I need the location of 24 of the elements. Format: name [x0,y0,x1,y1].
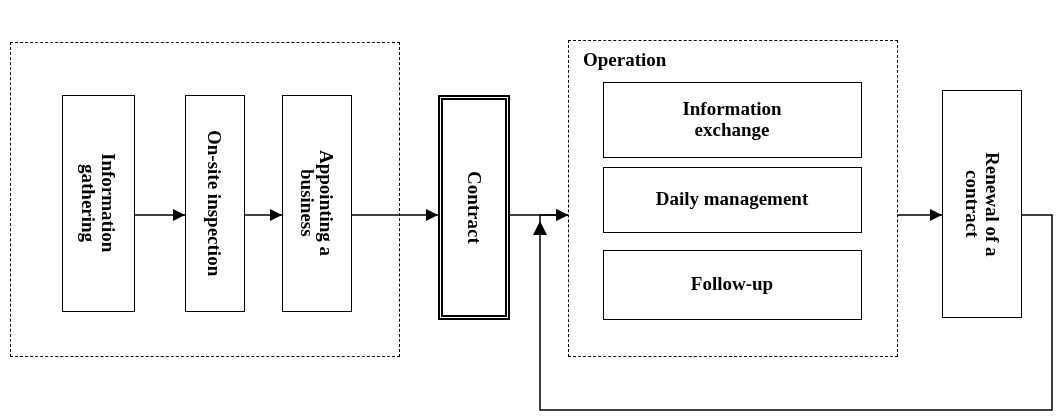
process-box [184,94,245,312]
arrow [533,209,1053,411]
box-label: Daily management [655,189,809,210]
process-box [602,81,862,158]
dashed-group-box [10,42,400,357]
arrow [351,209,439,221]
box-label: Appointing a business [296,148,337,259]
box-label: Information exchange [681,98,783,141]
double-border-box [438,95,510,320]
process-box [942,90,1022,318]
process-box [61,94,135,312]
process-box [602,166,862,233]
arrow [897,209,943,221]
box-label: Follow-up [690,274,774,295]
process-box [602,249,862,320]
box-label: Renewal of a contract [962,150,1002,259]
process-box [281,94,352,312]
box-label: Information gathering [78,152,118,255]
dashed-group-box [568,40,898,357]
arrow [134,209,186,221]
arrow [244,209,283,221]
box-label: On-site inspection [204,129,225,277]
group-title: Operation [583,49,667,71]
box-label: Contract [464,171,484,244]
